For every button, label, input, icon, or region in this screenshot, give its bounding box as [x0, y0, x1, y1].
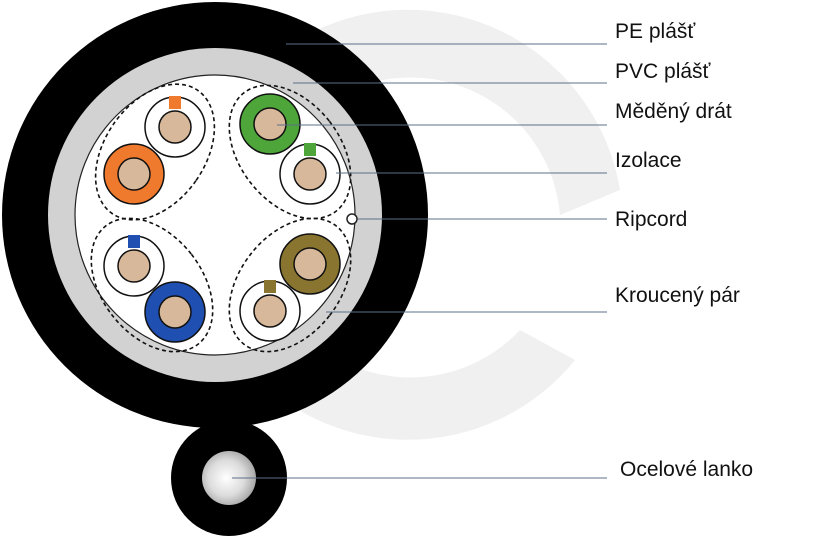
pair-group-blue	[90, 217, 214, 353]
leader-lines	[232, 43, 607, 479]
conductors	[103, 93, 341, 343]
ripcord	[346, 213, 358, 225]
brown-stripe	[264, 280, 276, 293]
copper-wire	[158, 295, 192, 329]
label-steel-wire: Ocelové lanko	[620, 458, 753, 481]
label-pe-sheath: PE plášť	[615, 20, 696, 43]
copper-wire	[253, 294, 287, 328]
steel-wire-core	[202, 451, 256, 505]
label-ripcord: Ripcord	[615, 208, 687, 231]
green-stripe	[304, 143, 316, 156]
pair-group-orange	[94, 83, 216, 221]
copper-wire	[253, 107, 287, 141]
blue-stripe	[128, 235, 140, 248]
pair-group-green	[228, 84, 352, 220]
copper-wire	[117, 249, 151, 283]
twisted-pair-groups	[90, 83, 352, 353]
label-pvc-sheath: PVC plášť	[615, 60, 712, 83]
label-twisted-pair: Kroucený pár	[615, 284, 740, 307]
pair-group-brown	[228, 217, 352, 353]
label-insulation: Izolace	[615, 149, 682, 172]
copper-wire	[117, 157, 151, 191]
orange-stripe	[169, 96, 181, 109]
label-copper-wire: Měděný drát	[615, 100, 732, 123]
cable-core	[74, 74, 356, 356]
copper-wire	[293, 247, 327, 281]
copper-wire	[158, 110, 192, 144]
copper-wire	[293, 157, 327, 191]
